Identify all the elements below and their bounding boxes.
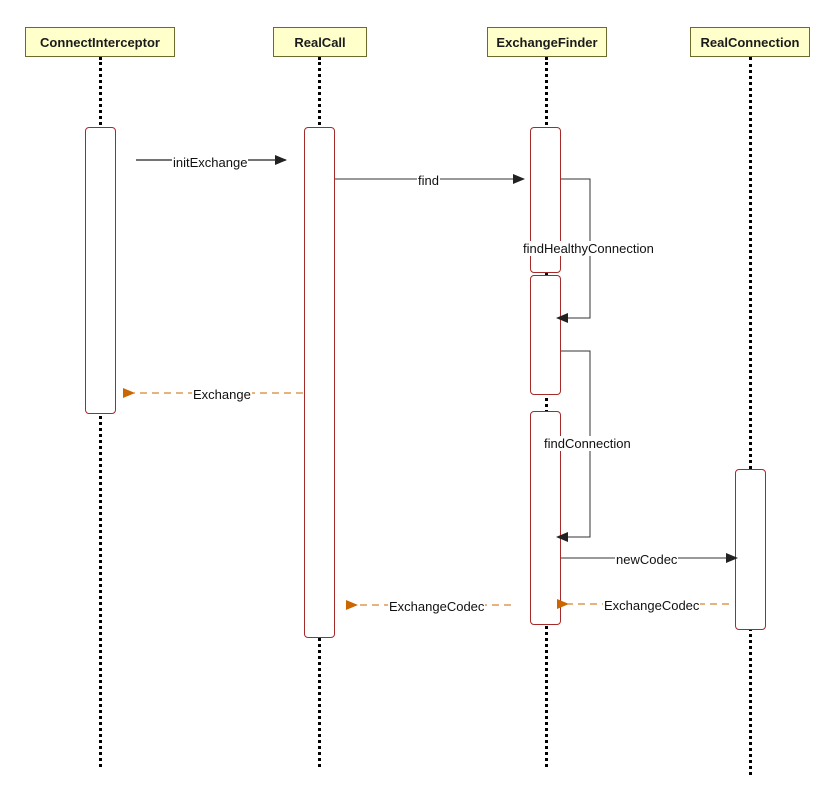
- actor-realcall: RealCall: [273, 27, 367, 57]
- label-new-codec: newCodec: [615, 552, 679, 567]
- activation-connect-interceptor: [85, 127, 116, 414]
- label-init-exchange: initExchange: [172, 155, 249, 170]
- actor-real-connection: RealConnection: [690, 27, 810, 57]
- label-find-connection: findConnection: [543, 436, 632, 451]
- activation-real-connection: [735, 469, 766, 630]
- label-find: find: [417, 173, 440, 188]
- actor-connect-interceptor: ConnectInterceptor: [25, 27, 175, 57]
- label-exchange-return: Exchange: [192, 387, 252, 402]
- activation-exchange-finder-healthy: [530, 275, 561, 395]
- label-find-healthy-connection: findHealthyConnection: [522, 241, 655, 256]
- label-exchange-codec-to-finder: ExchangeCodec: [603, 598, 701, 613]
- lifeline-real-connection: [749, 57, 752, 775]
- activation-realcall: [304, 127, 335, 638]
- label-exchange-codec-to-realcall: ExchangeCodec: [388, 599, 486, 614]
- actor-exchange-finder: ExchangeFinder: [487, 27, 607, 57]
